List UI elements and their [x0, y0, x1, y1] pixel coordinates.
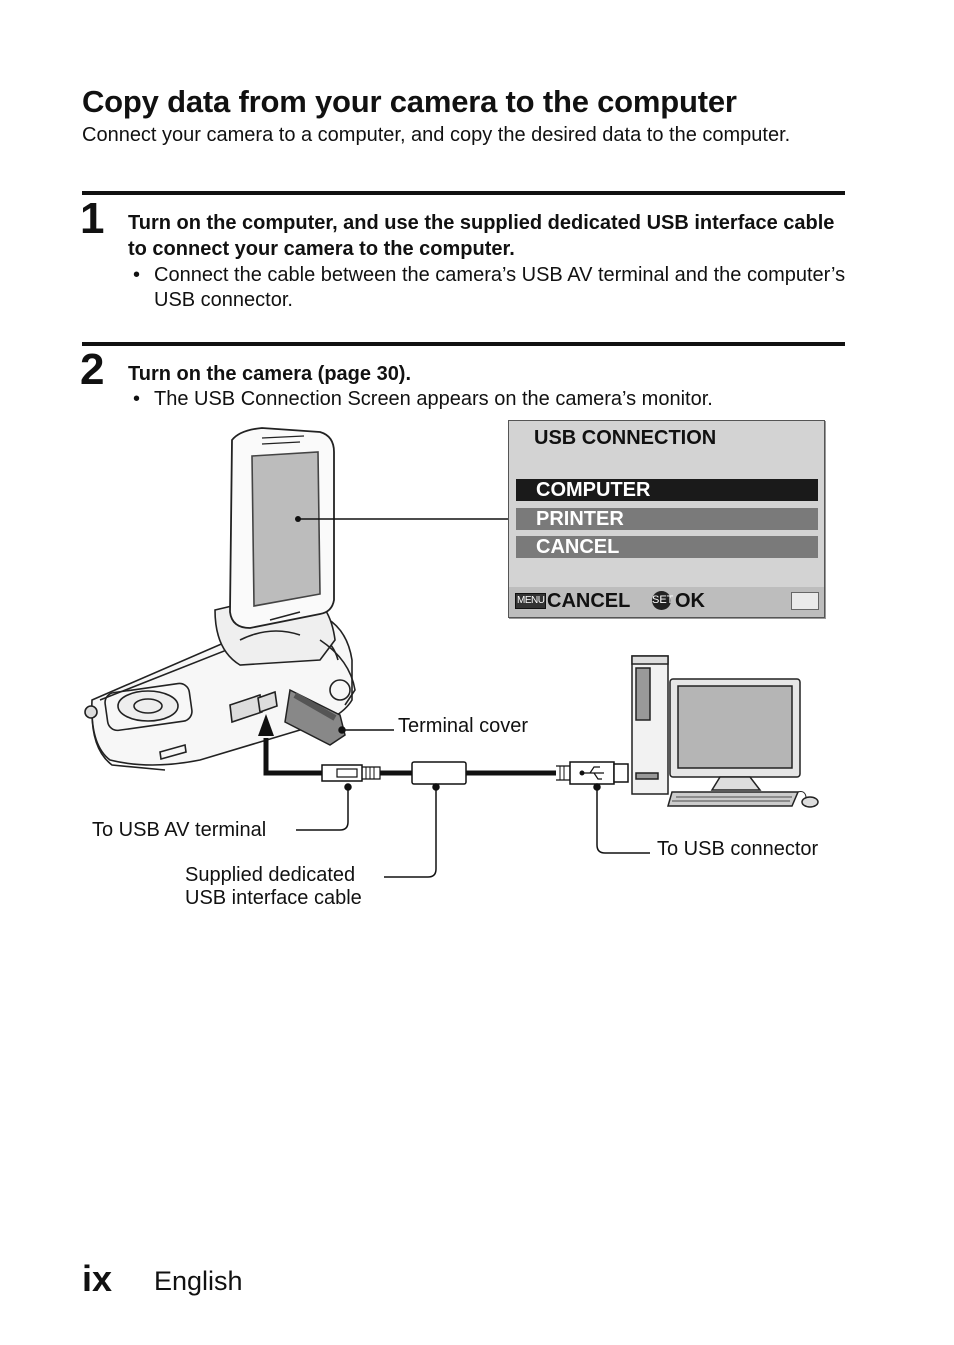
bullet-dot: • [133, 264, 141, 286]
label-usb-av-terminal: To USB AV terminal [92, 819, 267, 841]
usb-connection-screen: USB CONNECTION COMPUTER PRINTER CANCEL M… [508, 420, 825, 618]
page-number: ix [82, 1258, 113, 1299]
label-usb-connector: To USB connector [657, 838, 819, 860]
page-title: Copy data from your camera to the comput… [82, 84, 737, 119]
menu-button-icon: MENU [515, 593, 547, 609]
step-2-number: 2 [80, 345, 105, 394]
set-button-icon: SET [652, 591, 673, 610]
lcd-footer: MENU CANCEL SET OK [509, 587, 824, 617]
lcd-footer-cancel: CANCEL [547, 590, 631, 612]
battery-icon [791, 592, 819, 610]
callout-leaders [296, 726, 650, 878]
label-cable-line2: USB interface cable [185, 887, 362, 909]
lcd-item-computer[interactable]: COMPUTER [516, 479, 818, 501]
terminal-cover-shape [284, 688, 346, 746]
step-1-divider [82, 191, 845, 195]
lcd-footer-ok: OK [675, 590, 705, 612]
step-1-number: 1 [80, 194, 105, 243]
language-label: English [154, 1266, 243, 1296]
lcd-item-printer[interactable]: PRINTER [516, 508, 818, 530]
label-cable-line1: Supplied dedicated [185, 864, 356, 886]
step-1-bullet: • Connect the cable between the camera’s… [128, 263, 848, 313]
usb-cable [258, 714, 629, 785]
computer-illustration [631, 655, 819, 808]
step-2-divider [82, 342, 845, 346]
label-terminal-cover: Terminal cover [398, 715, 529, 737]
camera-illustration [84, 427, 356, 771]
step-1-bullet-text: Connect the cable between the camera’s U… [154, 264, 846, 311]
step-2-bullet-text: The USB Connection Screen appears on the… [154, 388, 713, 410]
bullet-dot: • [133, 388, 141, 410]
intro-text: Connect your camera to a computer, and c… [82, 124, 791, 146]
step-1-heading: Turn on the computer, and use the suppli… [128, 212, 835, 260]
lcd-item-cancel[interactable]: CANCEL [516, 536, 818, 558]
lcd-title: USB CONNECTION [534, 427, 717, 449]
step-2-heading: Turn on the camera (page 30). [128, 363, 412, 385]
step-2-bullet: • The USB Connection Screen appears on t… [128, 387, 848, 412]
